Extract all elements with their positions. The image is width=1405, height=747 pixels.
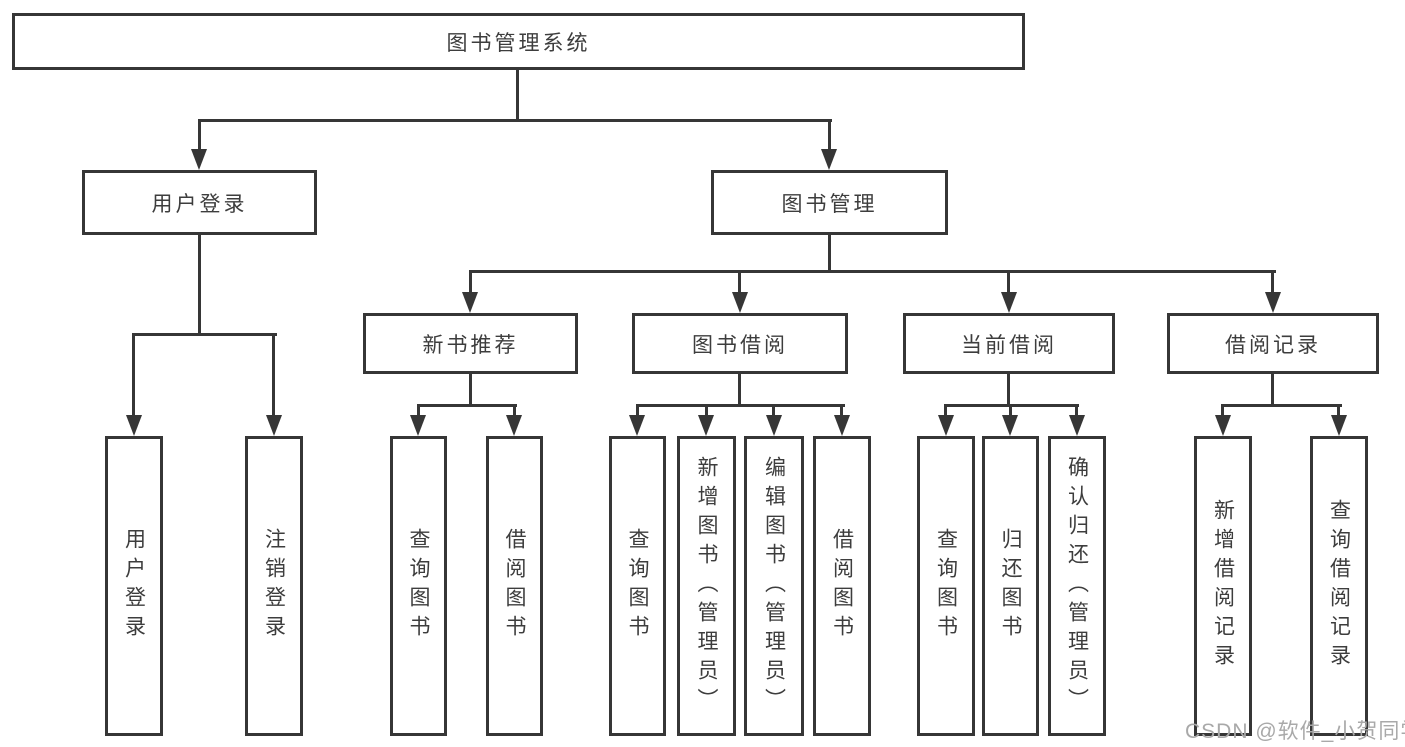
leaf-label: 查询图书 — [934, 528, 958, 644]
node-label: 用户登录 — [151, 192, 248, 216]
connector-vline — [705, 404, 708, 417]
arrow-down-icon — [506, 415, 522, 436]
arrow-down-icon — [126, 415, 142, 436]
connector-hline — [132, 333, 277, 336]
arrow-down-icon — [410, 415, 426, 436]
connector-vline — [198, 119, 201, 151]
node-label: 新书推荐 — [422, 333, 519, 357]
connector-hline — [636, 404, 845, 407]
connector-vline — [1007, 374, 1010, 407]
node-book-borrowing: 图书借阅 — [632, 313, 848, 374]
leaf-logout: 注销登录 — [245, 436, 303, 736]
connector-vline — [1075, 404, 1078, 417]
connector-vline — [1337, 404, 1340, 417]
arrow-down-icon — [766, 415, 782, 436]
arrow-down-icon — [1331, 415, 1347, 436]
arrow-down-icon — [732, 292, 748, 313]
leaf-label: 用户登录 — [122, 528, 146, 644]
leaf-records-add-record: 新增借阅记录 — [1194, 436, 1252, 736]
arrow-down-icon — [191, 149, 207, 170]
node-label: 图书借阅 — [692, 333, 788, 357]
arrow-down-icon — [821, 149, 837, 170]
leaf-label: 查询图书 — [626, 528, 649, 644]
connector-vline — [828, 235, 831, 273]
connector-vline — [1271, 374, 1274, 407]
leaf-label: 查询图书 — [407, 528, 430, 644]
arrow-down-icon — [266, 415, 282, 436]
arrow-down-icon — [1215, 415, 1231, 436]
node-book-management-system: 图书管理系统 — [12, 13, 1025, 70]
watermark: CSDN @软件_小贺同学 — [1185, 720, 1405, 743]
node-new-book-recommend: 新书推荐 — [363, 313, 578, 374]
connector-hline — [417, 404, 517, 407]
arrow-down-icon — [1001, 292, 1017, 313]
arrow-down-icon — [938, 415, 954, 436]
leaf-newbook-query-books: 查询图书 — [390, 436, 447, 736]
leaf-label: 查询借阅记录 — [1327, 499, 1351, 673]
leaf-borrowing-query-books: 查询图书 — [609, 436, 666, 736]
connector-hline — [469, 270, 1276, 273]
connector-vline — [828, 119, 831, 151]
connector-vline — [132, 333, 135, 417]
leaf-current-query-books: 查询图书 — [917, 436, 975, 736]
node-label: 图书管理 — [781, 192, 878, 216]
connector-vline — [738, 374, 741, 407]
leaf-label: 借阅图书 — [503, 528, 526, 644]
connector-vline — [516, 70, 519, 122]
leaf-current-confirm-return-admin: 确认归还（管理员） — [1048, 436, 1106, 736]
connector-vline — [469, 270, 472, 293]
arrow-down-icon — [1265, 292, 1281, 313]
node-user-login: 用户登录 — [82, 170, 317, 235]
connector-vline — [772, 404, 775, 417]
leaf-label: 确认归还（管理员） — [1065, 455, 1089, 717]
connector-vline — [1271, 270, 1274, 293]
connector-vline — [469, 374, 472, 407]
connector-vline — [513, 404, 516, 417]
connector-vline — [944, 404, 947, 417]
arrow-down-icon — [1069, 415, 1085, 436]
connector-vline — [636, 404, 639, 417]
arrow-down-icon — [462, 292, 478, 313]
leaf-label: 编辑图书（管理员） — [762, 455, 786, 717]
node-label: 借阅记录 — [1225, 333, 1321, 357]
leaf-label: 借阅图书 — [830, 528, 854, 644]
connector-vline — [1007, 270, 1010, 293]
connector-vline — [1009, 404, 1012, 417]
leaf-user-login: 用户登录 — [105, 436, 163, 736]
leaf-label: 注销登录 — [262, 528, 286, 644]
leaf-borrowing-add-books-admin: 新增图书（管理员） — [677, 436, 736, 736]
leaf-label: 归还图书 — [999, 528, 1022, 644]
connector-vline — [1221, 404, 1224, 417]
leaf-records-query-record: 查询借阅记录 — [1310, 436, 1368, 736]
arrow-down-icon — [698, 415, 714, 436]
leaf-label: 新增借阅记录 — [1211, 499, 1235, 673]
leaf-borrowing-borrow-books: 借阅图书 — [813, 436, 871, 736]
node-label: 当前借阅 — [961, 333, 1057, 357]
leaf-borrowing-edit-books-admin: 编辑图书（管理员） — [744, 436, 804, 736]
connector-vline — [840, 404, 843, 417]
leaf-newbook-borrow-books: 借阅图书 — [486, 436, 543, 736]
connector-vline — [417, 404, 420, 417]
connector-vline — [272, 333, 275, 417]
arrow-down-icon — [1002, 415, 1018, 436]
arrow-down-icon — [629, 415, 645, 436]
connector-vline — [738, 270, 741, 293]
node-current-borrowing: 当前借阅 — [903, 313, 1115, 374]
connector-hline — [198, 119, 832, 122]
arrow-down-icon — [834, 415, 850, 436]
node-label: 图书管理系统 — [446, 31, 591, 55]
node-book-management: 图书管理 — [711, 170, 948, 235]
leaf-label: 新增图书（管理员） — [695, 455, 718, 717]
connector-hline — [1221, 404, 1342, 407]
connector-vline — [198, 235, 201, 336]
node-borrowing-records: 借阅记录 — [1167, 313, 1379, 374]
leaf-current-return-books: 归还图书 — [982, 436, 1039, 736]
